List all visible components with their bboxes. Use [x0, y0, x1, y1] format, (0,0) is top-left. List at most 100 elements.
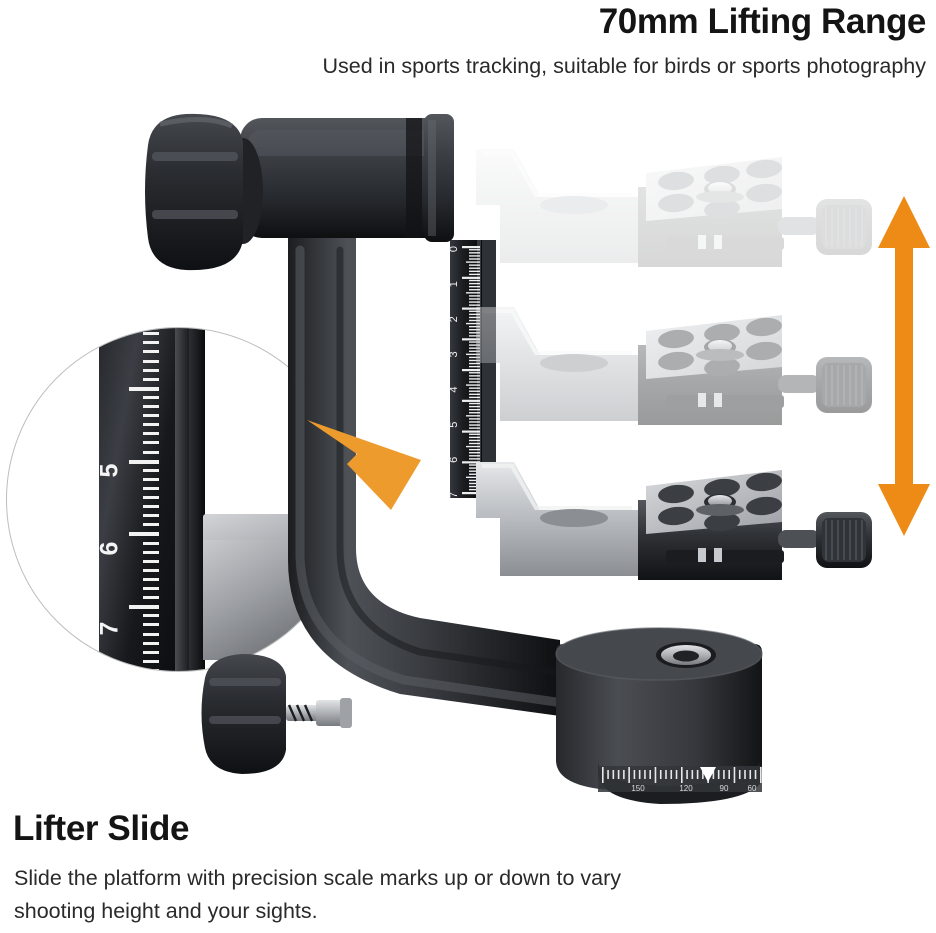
dial-tick — [712, 770, 715, 779]
lifter-lock-knob — [201, 654, 352, 774]
magnified-tick — [143, 587, 159, 590]
dial-label: 150 — [631, 784, 645, 793]
dial-tick — [691, 770, 694, 779]
page-subtitle: Used in sports tracking, suitable for bi… — [322, 54, 927, 78]
ruler-tick — [469, 439, 480, 442]
tilt-lock-knob — [145, 113, 263, 271]
magnified-plate-body — [203, 540, 328, 660]
ruler-number: 6 — [448, 457, 460, 463]
tilt-axis-housing — [240, 114, 454, 242]
dial-tick — [733, 767, 736, 783]
pan-base-housing — [555, 627, 763, 790]
magnified-tick — [143, 486, 159, 490]
dial-tick — [760, 767, 762, 783]
magnified-tick — [143, 414, 159, 418]
ruler-number: 0 — [448, 246, 460, 252]
magnified-tick — [129, 459, 159, 464]
dial-label: 120 — [679, 784, 693, 793]
dial-label: 60 — [748, 784, 757, 793]
magnified-tick — [129, 532, 159, 537]
magnified-tick — [143, 596, 159, 600]
ruler-tick — [469, 436, 480, 439]
dial-index-triangle — [700, 767, 716, 782]
magnified-tick — [143, 668, 159, 671]
magnified-number-7: 7 — [95, 621, 124, 636]
ruler-tick — [469, 285, 480, 288]
dial-tick — [696, 770, 699, 779]
dial-tick — [638, 770, 641, 779]
magnified-tick — [143, 395, 159, 399]
magnified-tick — [143, 368, 159, 372]
lifting-range-arrow — [878, 196, 930, 536]
magnified-tick — [143, 405, 159, 408]
dial-tick — [681, 767, 683, 783]
magnified-tick — [143, 523, 159, 527]
panning-degree-scale: 150 120 90 60 — [598, 762, 762, 804]
page-title: 70mm Lifting Range — [598, 2, 927, 41]
quick-release-plate-position-high — [474, 147, 874, 269]
dial-label: 90 — [720, 784, 729, 793]
dial-tick — [670, 770, 673, 779]
footer-description: Slide the platform with precision scale … — [14, 866, 622, 923]
magnified-tick — [143, 332, 159, 336]
ruler-number: 7 — [448, 492, 460, 498]
dial-tick — [744, 770, 746, 779]
dial-tick — [649, 770, 651, 779]
magnified-tick — [143, 432, 159, 436]
magnified-tick — [143, 541, 159, 545]
magnified-ruler-edge — [175, 328, 189, 671]
ruler-tick — [469, 289, 480, 291]
dial-tick — [665, 770, 667, 779]
magnified-tick — [143, 577, 159, 581]
dial-tick — [754, 770, 757, 779]
magnified-tick — [143, 650, 159, 654]
magnified-tick — [143, 477, 159, 481]
ruler-number: 3 — [448, 351, 460, 357]
magnified-tick — [143, 441, 159, 445]
dial-tick — [728, 770, 730, 779]
dial-tick — [644, 770, 646, 779]
ruler-number: 2 — [448, 316, 460, 322]
magnified-tick — [143, 341, 159, 345]
dial-tick — [628, 767, 630, 783]
magnified-tick — [143, 614, 159, 618]
magnified-tick — [143, 505, 159, 509]
dial-tick — [686, 770, 688, 779]
magnified-tick — [143, 377, 159, 381]
scale-magnifier-callout: 5 6 7 — [6, 327, 351, 672]
magnified-tick — [143, 659, 159, 663]
dial-tick — [675, 770, 678, 779]
magnified-tick — [143, 468, 159, 472]
dial-tick — [738, 770, 741, 779]
magnified-tick — [143, 568, 159, 572]
ruler-tick — [462, 276, 480, 279]
dial-tick — [617, 770, 620, 779]
dial-tick — [623, 770, 625, 779]
magnified-number-6: 6 — [95, 541, 124, 556]
magnified-tick — [143, 496, 159, 499]
dial-tick — [702, 770, 704, 779]
ruler-tick — [469, 282, 480, 285]
magnified-tick — [129, 605, 159, 610]
magnified-ruler-face — [99, 328, 175, 671]
magnified-tick — [143, 514, 159, 518]
magnified-slide-rail — [189, 328, 205, 671]
ruler-tick — [469, 433, 480, 435]
magnified-tick — [143, 450, 159, 454]
dial-tick — [654, 767, 657, 783]
magnified-tick — [143, 350, 159, 354]
dial-tick — [607, 770, 609, 779]
ruler-tick — [469, 279, 480, 282]
magnified-tick — [143, 550, 159, 554]
dial-tick — [749, 770, 752, 779]
dial-tick — [723, 770, 725, 779]
magnified-tick — [143, 359, 159, 363]
ruler-number: 1 — [448, 281, 460, 287]
quick-release-plate-position-low — [474, 460, 874, 582]
magnified-tick — [143, 623, 159, 627]
magnified-tick — [143, 559, 159, 563]
ruler-tick — [469, 442, 480, 445]
quick-release-plate-position-middle — [474, 305, 874, 427]
dial-tick — [707, 767, 709, 783]
magnified-tick — [143, 641, 159, 645]
